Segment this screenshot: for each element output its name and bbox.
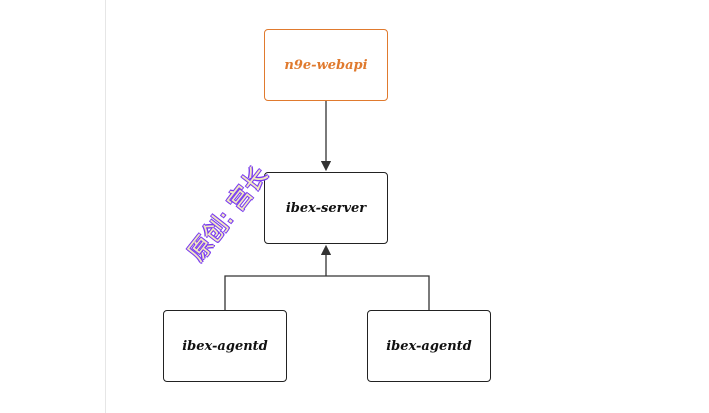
edge-agentd-bracket [224, 275, 430, 310]
node-n9e-webapi: n9e-webapi [264, 29, 388, 101]
node-n9e-webapi-label: n9e-webapi [284, 57, 368, 73]
content-left-border [105, 0, 106, 413]
node-ibex-agentd-right: ibex-agentd [367, 310, 491, 382]
node-ibex-server: ibex-server [264, 172, 388, 244]
node-ibex-agentd-right-label: ibex-agentd [386, 338, 472, 354]
node-ibex-agentd-left: ibex-agentd [163, 310, 287, 382]
node-ibex-server-label: ibex-server [285, 200, 367, 216]
node-ibex-agentd-left-label: ibex-agentd [182, 338, 268, 354]
